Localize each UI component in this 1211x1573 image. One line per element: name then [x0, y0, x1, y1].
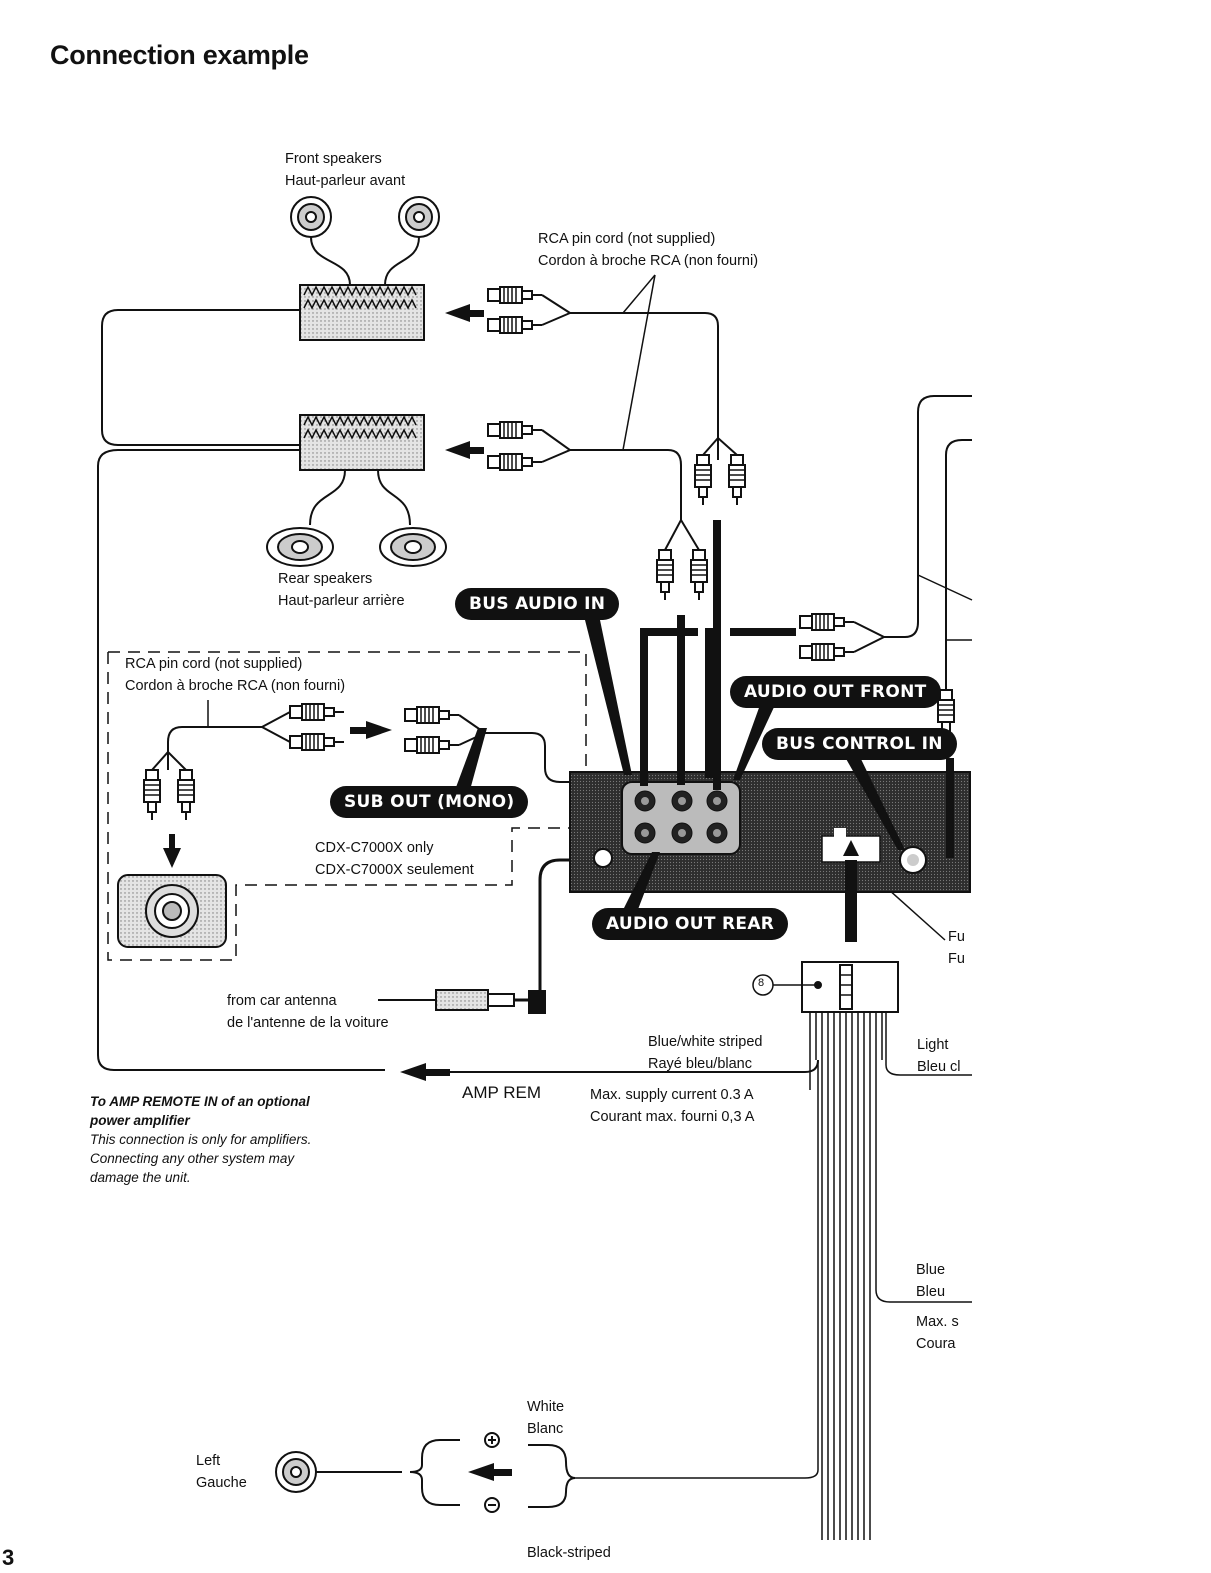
callout-bus-control-in: BUS CONTROL IN	[762, 728, 957, 760]
amp-note-line3: This connection is only for amplifiers.	[90, 1132, 312, 1147]
fuse-label-2: Fu	[948, 951, 965, 967]
antenna-label: from car antenna	[227, 993, 337, 1009]
blue-label: Blue	[916, 1262, 946, 1278]
rear-amplifier-icon	[299, 414, 425, 471]
coura-label: Coura	[916, 1336, 956, 1352]
page-title: Connection example	[50, 40, 309, 70]
front-speaker-left-icon	[290, 196, 332, 238]
model-only-label-fr: CDX-C7000X seulement	[315, 862, 474, 878]
left-speaker-label: Left	[196, 1453, 221, 1469]
rear-speaker-right-icon	[379, 527, 447, 567]
left-speaker-icon	[275, 1451, 317, 1493]
page-number: 3	[2, 1545, 15, 1570]
rear-speaker-left-icon	[266, 527, 334, 567]
amp-rem-label: AMP REM	[462, 1083, 542, 1102]
light-label-fr: Bleu cl	[917, 1059, 961, 1075]
max-supply-label-fr: Courant max. fourni 0,3 A	[590, 1109, 755, 1125]
black-striped-label: Black-striped	[527, 1545, 611, 1561]
rca-cord-left-label-fr: Cordon à broche RCA (non fourni)	[125, 678, 346, 694]
antenna-plug-icon	[435, 989, 515, 1011]
model-only-label: CDX-C7000X only	[315, 840, 434, 856]
front-speakers-label-fr: Haut-parleur avant	[285, 173, 406, 189]
max-s-label: Max. s	[916, 1314, 959, 1330]
amp-note-line1: To AMP REMOTE IN of an optional	[90, 1094, 310, 1109]
left-speaker-label-fr: Gauche	[196, 1475, 247, 1491]
front-speakers-label: Front speakers	[285, 151, 382, 167]
rear-speakers-label-fr: Haut-parleur arrière	[278, 593, 405, 609]
rca-cord-top-label: RCA pin cord (not supplied)	[538, 231, 716, 247]
callout-bus-audio-in: BUS AUDIO IN	[455, 588, 620, 620]
rca-cord-left-label: RCA pin cord (not supplied)	[125, 656, 303, 672]
head-unit	[569, 771, 971, 893]
callout-audio-out-rear: AUDIO OUT REAR	[592, 908, 789, 940]
blue-white-label: Blue/white striped	[648, 1034, 763, 1050]
amp-note-line2: power amplifier	[90, 1113, 190, 1128]
rear-speakers-label: Rear speakers	[278, 571, 373, 587]
white-label: White	[527, 1399, 565, 1415]
rca-cord-top-label-fr: Cordon à broche RCA (non fourni)	[538, 253, 759, 269]
fuse-label-1: Fu	[948, 929, 965, 945]
max-supply-label: Max. supply current 0.3 A	[590, 1087, 754, 1103]
subwoofer-icon	[117, 874, 227, 948]
white-label-fr: Blanc	[527, 1421, 564, 1437]
callout-sub-out-mono: SUB OUT (MONO)	[330, 786, 529, 818]
amp-note-line4: Connecting any other system may	[90, 1151, 295, 1166]
front-speaker-right-icon	[398, 196, 440, 238]
callout-audio-out-front: AUDIO OUT FRONT	[730, 676, 941, 708]
blue-white-label-fr: Rayé bleu/blanc	[648, 1056, 752, 1072]
amp-note-line5: damage the unit.	[90, 1170, 191, 1185]
blue-label-fr: Bleu	[916, 1284, 946, 1300]
front-amplifier-icon	[299, 284, 425, 341]
antenna-label-fr: de l'antenne de la voiture	[227, 1015, 389, 1031]
callout-8-label: 8	[758, 977, 765, 989]
light-label: Light	[917, 1037, 949, 1053]
